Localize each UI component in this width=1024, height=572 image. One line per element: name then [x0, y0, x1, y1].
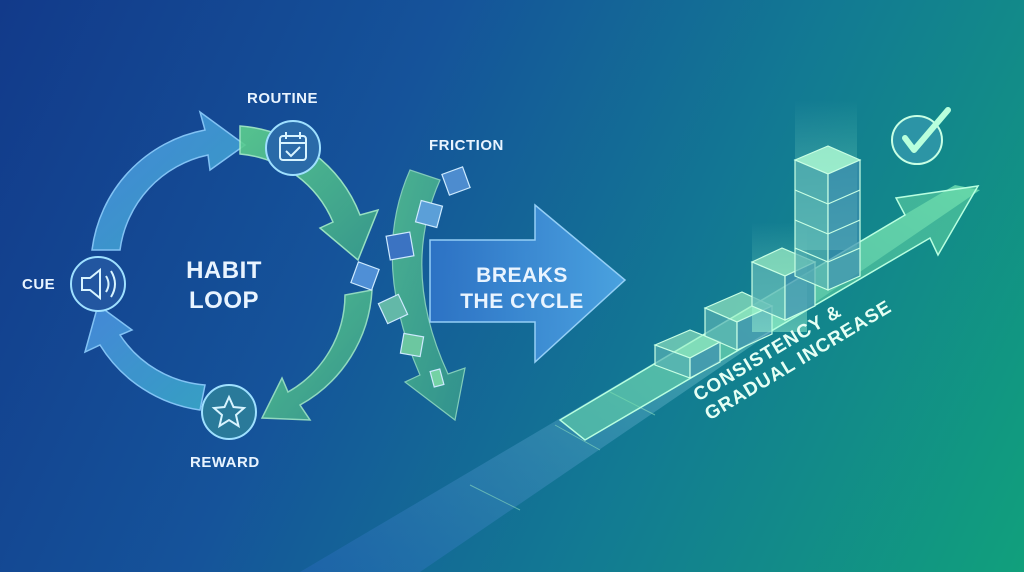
calendar-check-icon	[279, 132, 307, 161]
growth-steps	[653, 100, 862, 379]
checkmark-badge	[891, 107, 951, 165]
reward-label: REWARD	[190, 454, 260, 471]
habit-loop-title: HABIT LOOP	[174, 256, 274, 316]
speaker-icon	[81, 267, 116, 301]
habit-loop-title-line2: LOOP	[188, 287, 259, 314]
friction-label: FRICTION	[429, 137, 504, 154]
habit-loop-title-line1: HABIT	[186, 257, 262, 284]
loop-arrow-reward-to-cue	[83, 303, 206, 411]
loop-arrow-to-reward	[260, 289, 373, 421]
reward-node	[201, 384, 257, 440]
friction-blocks	[350, 166, 471, 388]
loop-arrow-cue-to-routine	[91, 110, 247, 251]
checkmark-icon	[902, 107, 951, 153]
breaks-cycle-arrow	[429, 203, 627, 364]
cue-node	[70, 256, 126, 312]
routine-node	[265, 120, 321, 176]
routine-label: ROUTINE	[247, 90, 318, 107]
cue-label: CUE	[22, 276, 56, 293]
star-icon	[211, 394, 247, 429]
breaks-cycle-line2: THE CYCLE	[460, 290, 584, 313]
breaks-cycle-text: BREAKS THE CYCLE	[452, 263, 592, 315]
breaks-cycle-line1: BREAKS	[476, 264, 568, 287]
